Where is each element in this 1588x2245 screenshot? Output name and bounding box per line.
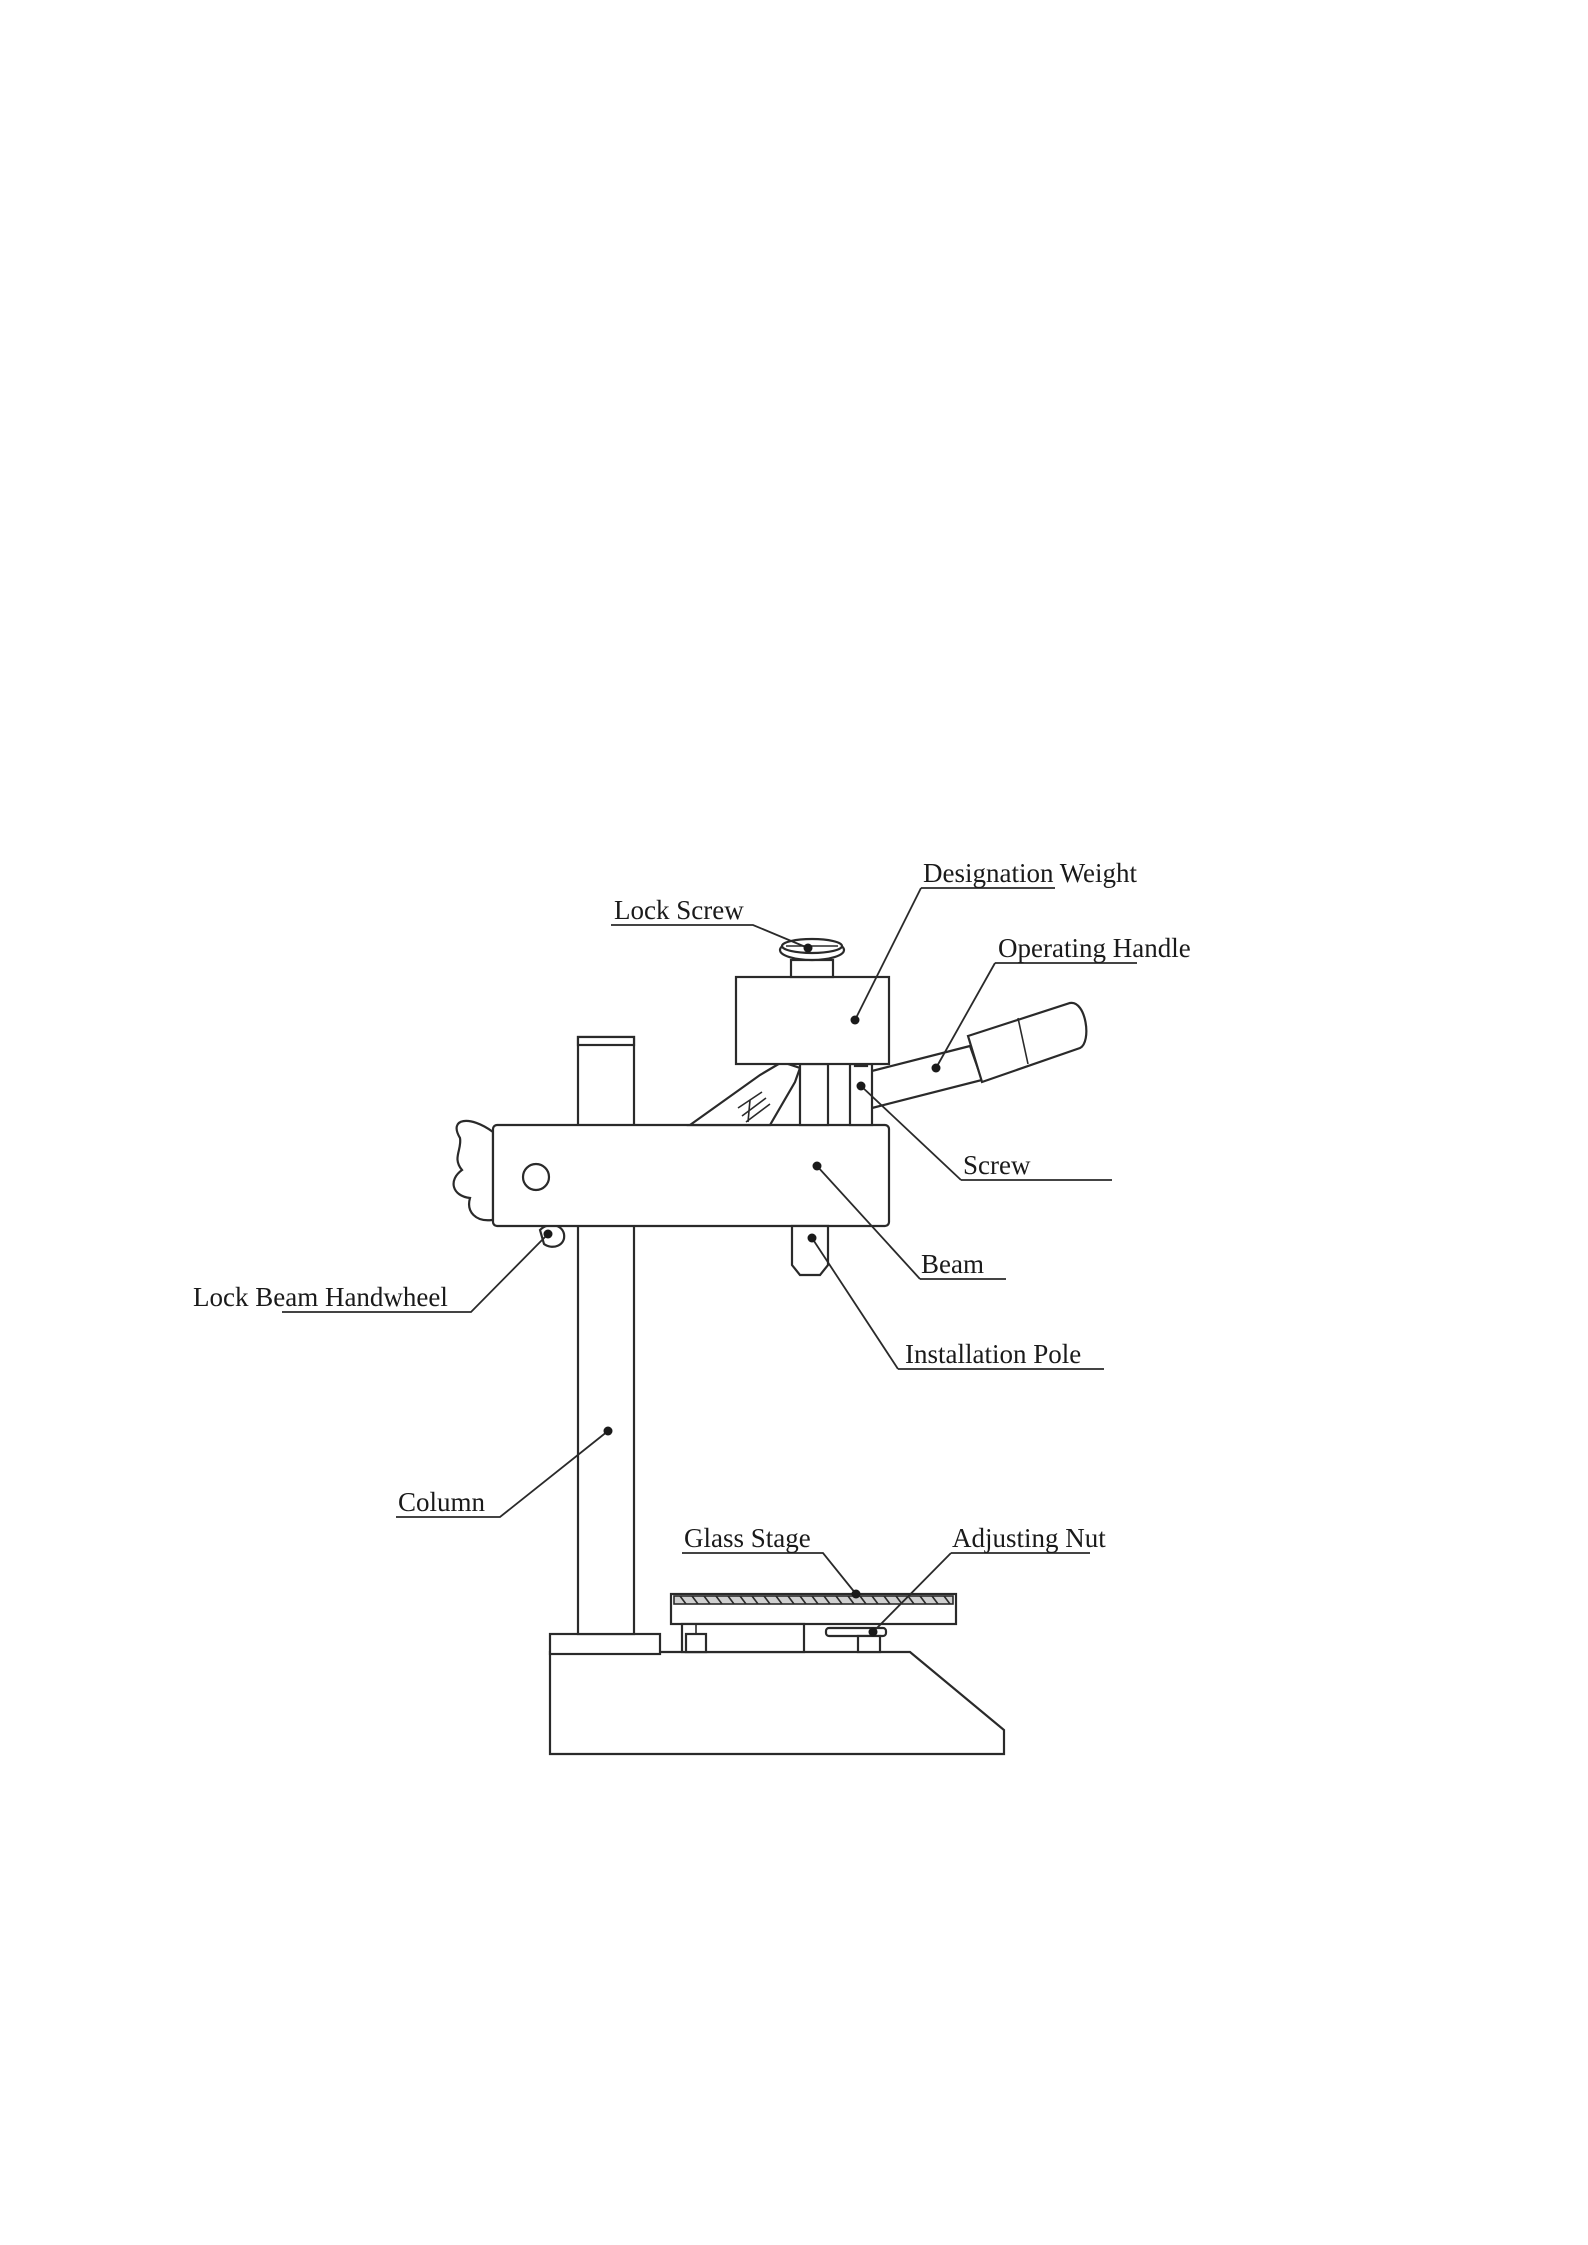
label-glass-stage: Glass Stage bbox=[684, 1523, 811, 1553]
spring-mechanism bbox=[690, 1062, 828, 1125]
leader-lines bbox=[282, 888, 1137, 1632]
label-designation-weight: Designation Weight bbox=[923, 858, 1138, 888]
designation-weight-drawing bbox=[736, 977, 889, 1064]
label-screw: Screw bbox=[963, 1150, 1031, 1180]
label-column: Column bbox=[398, 1487, 486, 1517]
screw-drawing bbox=[850, 1058, 872, 1125]
operating-handle-drawing bbox=[860, 1003, 1086, 1108]
label-installation-pole: Installation Pole bbox=[905, 1339, 1081, 1369]
glass-stage-drawing bbox=[671, 1594, 956, 1652]
label-lock-beam-handwheel: Lock Beam Handwheel bbox=[193, 1282, 448, 1312]
installation-pole-drawing bbox=[792, 1226, 828, 1275]
label-adjusting-nut: Adjusting Nut bbox=[952, 1523, 1106, 1553]
label-operating-handle: Operating Handle bbox=[998, 933, 1191, 963]
label-lock-screw: Lock Screw bbox=[614, 895, 744, 925]
lock-beam-handwheel-drawing bbox=[454, 1121, 493, 1220]
lock-screw-drawing bbox=[780, 939, 844, 977]
beam-drawing bbox=[493, 1125, 889, 1226]
label-beam: Beam bbox=[921, 1249, 984, 1279]
